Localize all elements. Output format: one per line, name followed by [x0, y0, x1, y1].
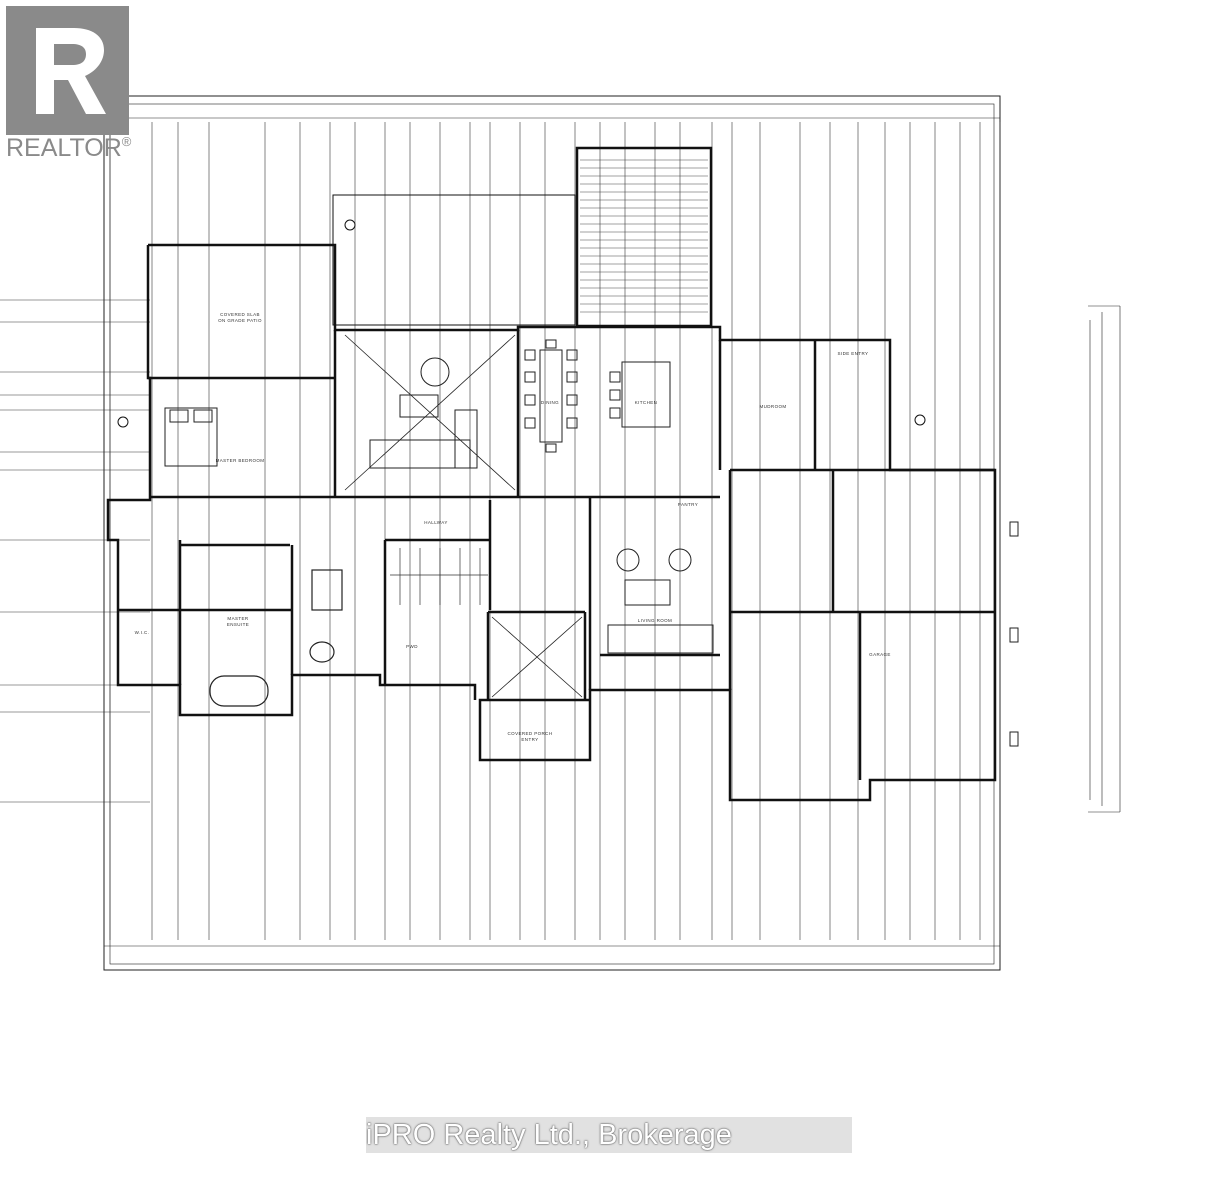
- garage-markers: [1009, 521, 1019, 747]
- stairs: [390, 548, 488, 605]
- realtor-logo-mark: [6, 6, 129, 135]
- realtor-logo: REALTOR®: [0, 0, 142, 170]
- room-label-covered-slab: COVERED SLAB: [220, 312, 260, 317]
- room-label-master-bedroom: MASTER BEDROOM: [216, 458, 265, 463]
- room-label-pantry: PANTRY: [678, 502, 698, 507]
- room-label-hallway: HALLWAY: [424, 520, 447, 525]
- bed: [164, 407, 218, 467]
- room-label-kitchen: KITCHEN: [635, 400, 658, 405]
- building-walls: [106, 146, 997, 802]
- dimension-frame: [103, 95, 1001, 971]
- room-label-garage: GARAGE: [869, 652, 891, 657]
- room-label-living-room: LIVING ROOM: [638, 618, 672, 623]
- room-label-side-entry: SIDE ENTRY: [838, 351, 869, 356]
- room-label-mudroom: MUDROOM: [759, 404, 786, 409]
- room-label-covered-porch: COVERED PORCH: [508, 731, 553, 736]
- deck-stairs: [580, 159, 708, 313]
- bathtub: [209, 569, 343, 707]
- room-label-dining: DINING: [541, 400, 559, 405]
- brokerage-watermark: iPRO Realty Ltd., Brokerage: [366, 1119, 732, 1151]
- room-label-wic: W.I.C.: [135, 630, 150, 635]
- room-sublabel-covered-porch: ENTRY: [521, 737, 538, 742]
- dimension-frame-inner: [109, 103, 995, 965]
- kitchen-island: [609, 361, 671, 428]
- room-sublabel-covered-slab: ON GRADE PATIO: [218, 318, 262, 323]
- room-sublabel-master-ensuite: ENSUITE: [227, 622, 249, 627]
- room-label-master-ensuite: MASTER: [227, 616, 249, 621]
- watermark-background: [366, 1117, 852, 1153]
- sofa: [369, 357, 714, 654]
- room-label-pwd: PWD: [406, 644, 418, 649]
- realtor-logo-text: REALTOR®: [6, 134, 132, 162]
- dining-table: [524, 339, 578, 453]
